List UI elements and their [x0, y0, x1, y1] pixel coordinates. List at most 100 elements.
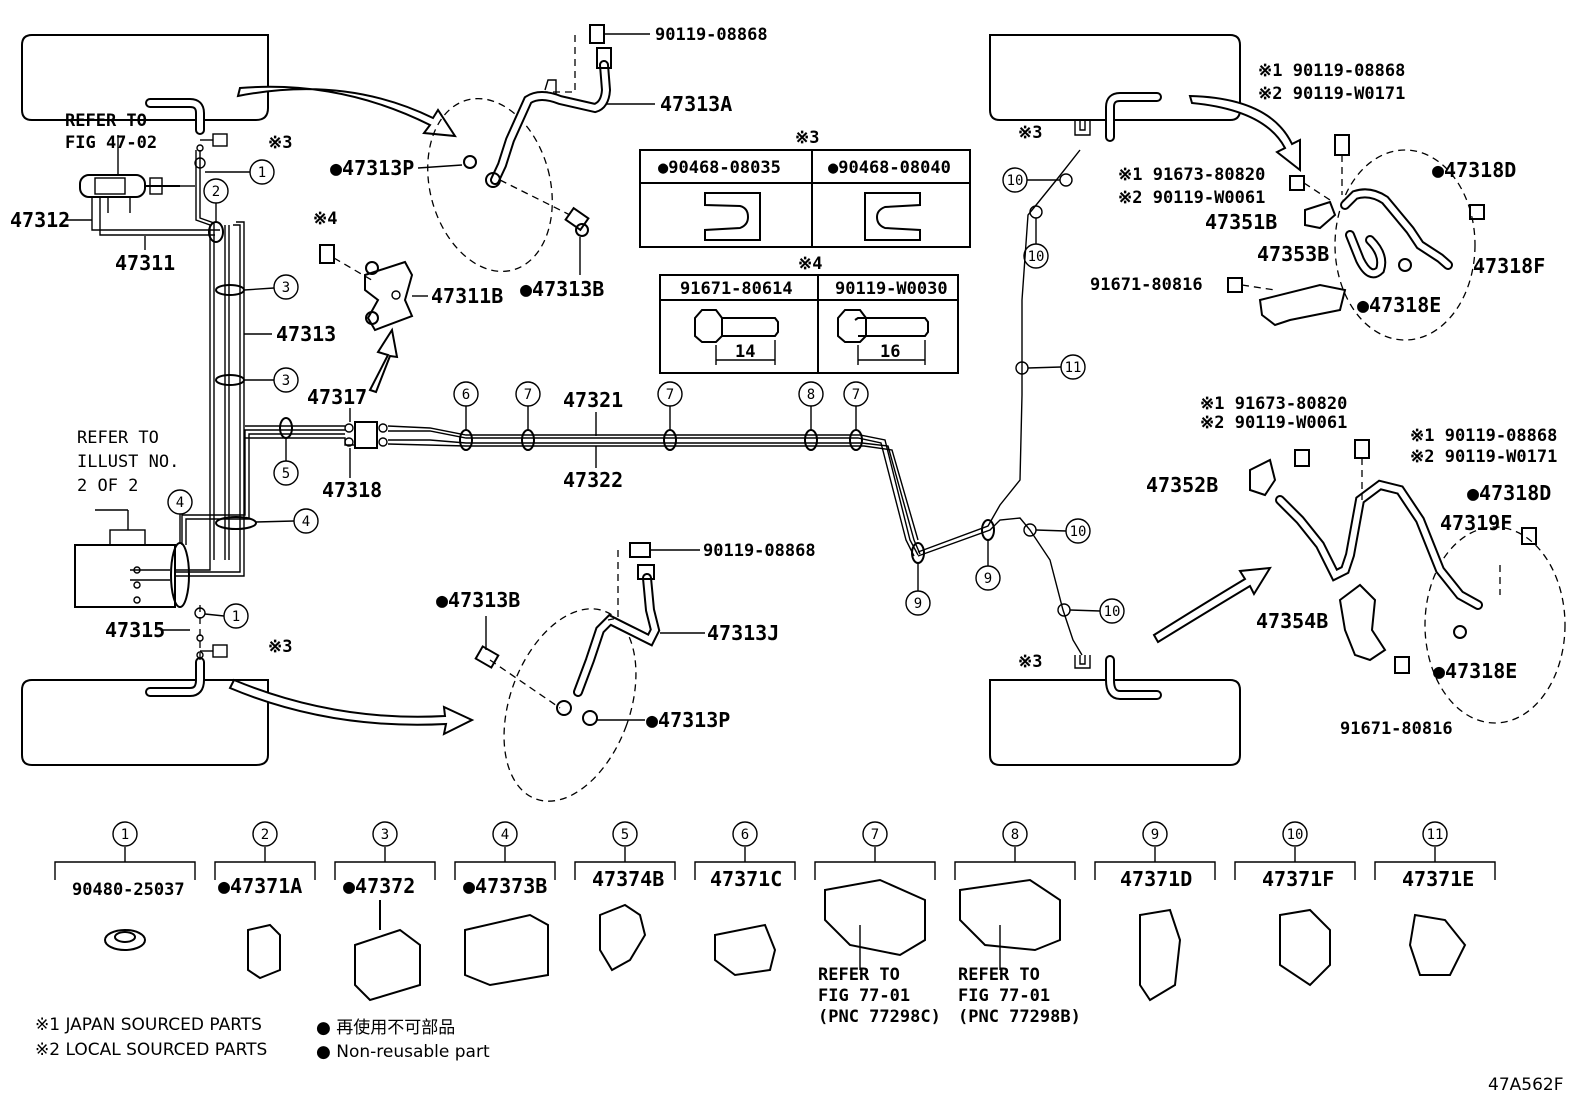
- svg-text:3: 3: [282, 373, 290, 389]
- legend-part-4: ●47373B: [463, 874, 547, 898]
- refer-illust-line1: REFER TO: [77, 428, 159, 448]
- label-47351b: 47351B: [1205, 210, 1277, 234]
- table4-dim2: 16: [880, 342, 900, 362]
- arrow-to-rear-left: [228, 678, 475, 736]
- wheel-frame-rear-right: [989, 679, 1241, 766]
- callout-8: 8: [798, 381, 824, 430]
- label-47311b: 47311B: [431, 284, 503, 308]
- detail-circle-rear-right: [1424, 526, 1566, 724]
- svg-text:6: 6: [462, 387, 470, 403]
- wheel-frame-rear-left: [21, 679, 269, 766]
- bracket-47311b: [319, 244, 428, 332]
- callout-9-b: 9: [975, 540, 1001, 591]
- refer-77-01-b-line3: (PNC 77298B): [958, 1007, 1081, 1027]
- callout-10-c: 10: [1035, 518, 1091, 544]
- master-cylinder: [79, 174, 195, 213]
- label-47318e-top: ●47318E: [1357, 293, 1441, 317]
- svg-text:10: 10: [1070, 524, 1087, 540]
- svg-text:9: 9: [1151, 827, 1159, 843]
- label-47353b: 47353B: [1257, 242, 1329, 266]
- label-47317: 47317: [307, 385, 367, 409]
- svg-text:2: 2: [261, 827, 269, 843]
- note3-br: ※3: [1018, 652, 1042, 672]
- part-labels: REFER TO FIG 47-02 REFER TO ILLUST NO. 2…: [10, 25, 1557, 739]
- svg-text:5: 5: [282, 466, 290, 482]
- table-note3: [639, 149, 971, 248]
- pipes-47321-47322: [245, 149, 1083, 656]
- label-47313a: 47313A: [660, 92, 732, 116]
- legend-part-6: 47371C: [710, 867, 782, 891]
- tr-bolt-1: ※1 90119-08868: [1258, 61, 1405, 81]
- svg-text:7: 7: [524, 387, 532, 403]
- label-47313b-top: ●47313B: [520, 277, 604, 301]
- svg-text:9: 9: [984, 571, 992, 587]
- note-local-sourced: ※2 LOCAL SOURCED PARTS: [35, 1040, 267, 1060]
- refer-fig-47-02-line1: REFER TO: [65, 111, 147, 131]
- label-47318: 47318: [322, 478, 382, 502]
- callout-10-d: 10: [1069, 598, 1125, 624]
- note3-tr: ※3: [1018, 123, 1042, 143]
- callout-1-top: 1: [205, 159, 275, 185]
- svg-text:10: 10: [1104, 604, 1121, 620]
- svg-text:4: 4: [176, 495, 184, 511]
- svg-text:7: 7: [666, 387, 674, 403]
- tr-bolt-3: ※1 91673-80820: [1118, 165, 1265, 185]
- callout-9-a: 9: [905, 563, 931, 616]
- note-non-reusable-en: ● Non-reusable part: [316, 1042, 490, 1062]
- legend-part-10: 47371F: [1262, 867, 1334, 891]
- detail-circle-rear-left: [503, 608, 637, 802]
- note3-top: ※3: [268, 133, 292, 153]
- detail-circle-front-right: [1334, 149, 1476, 341]
- callout-1-bot: 1: [204, 603, 249, 629]
- callout-3-b: 3: [244, 367, 299, 393]
- note-non-reusable-jp: ● 再使用不可部品: [316, 1017, 455, 1038]
- label-90119-08868-mid: 90119-08868: [703, 541, 816, 561]
- label-47352b: 47352B: [1146, 473, 1218, 497]
- table4-dim1: 14: [735, 342, 755, 362]
- svg-text:7: 7: [852, 387, 860, 403]
- parts-legend: 1 2 3 4 5 6 7 8 9 10 11 90480-25037 ●473…: [35, 821, 1564, 1095]
- refer-77-01-c-line2: FIG 77-01: [818, 986, 910, 1006]
- legend-part-11: 47371E: [1402, 867, 1474, 891]
- label-47315: 47315: [105, 618, 165, 642]
- label-47318f: 47318F: [1473, 254, 1545, 278]
- svg-text:9: 9: [914, 596, 922, 612]
- label-91671-80816-top: 91671-80816: [1090, 275, 1203, 295]
- label-47313j: 47313J: [707, 621, 779, 645]
- callout-10-b: 10: [1023, 218, 1049, 269]
- refer-77-01-c-line3: (PNC 77298C): [818, 1007, 941, 1027]
- label-47318e-bot: ●47318E: [1433, 659, 1517, 683]
- svg-text:1: 1: [121, 827, 129, 843]
- svg-text:4: 4: [302, 514, 310, 530]
- svg-text:7: 7: [871, 827, 879, 843]
- svg-text:1: 1: [258, 165, 266, 181]
- arrow-to-front-left: [236, 85, 457, 138]
- refer-fig-47-02-line2: FIG 47-02: [65, 133, 157, 153]
- svg-text:8: 8: [807, 387, 815, 403]
- svg-text:8: 8: [1011, 827, 1019, 843]
- wheel-frame-front-right: [989, 34, 1241, 121]
- callout-7-c: 7: [843, 381, 869, 430]
- label-47321: 47321: [563, 388, 623, 412]
- br-bolt-1: ※1 91673-80820: [1200, 394, 1347, 414]
- callout-11: 11: [1027, 354, 1086, 380]
- svg-text:11: 11: [1427, 827, 1444, 843]
- label-91671-80816-bot: 91671-80816: [1340, 719, 1453, 739]
- callout-6: 6: [453, 381, 479, 430]
- callout-4-a: 4: [167, 489, 193, 543]
- note-japan-sourced: ※1 JAPAN SOURCED PARTS: [35, 1015, 262, 1035]
- arrow-to-front-right: [1188, 94, 1301, 173]
- refer-illust-line3: 2 OF 2: [77, 476, 138, 496]
- callout-2: 2: [203, 178, 229, 222]
- table3-col1: ●90468-08035: [658, 158, 781, 178]
- callout-10-a: 10: [1002, 167, 1060, 193]
- svg-text:11: 11: [1065, 360, 1082, 376]
- legend-part-3: ●47372: [343, 874, 415, 898]
- label-47313b-bot: ●47313B: [436, 588, 520, 612]
- note3-bot: ※3: [268, 637, 292, 657]
- svg-text:10: 10: [1007, 173, 1024, 189]
- refer-77-01-b-line1: REFER TO: [958, 965, 1040, 985]
- br-bolt-4: ※2 90119-W0171: [1410, 447, 1557, 467]
- refer-77-01-b-line2: FIG 77-01: [958, 986, 1050, 1006]
